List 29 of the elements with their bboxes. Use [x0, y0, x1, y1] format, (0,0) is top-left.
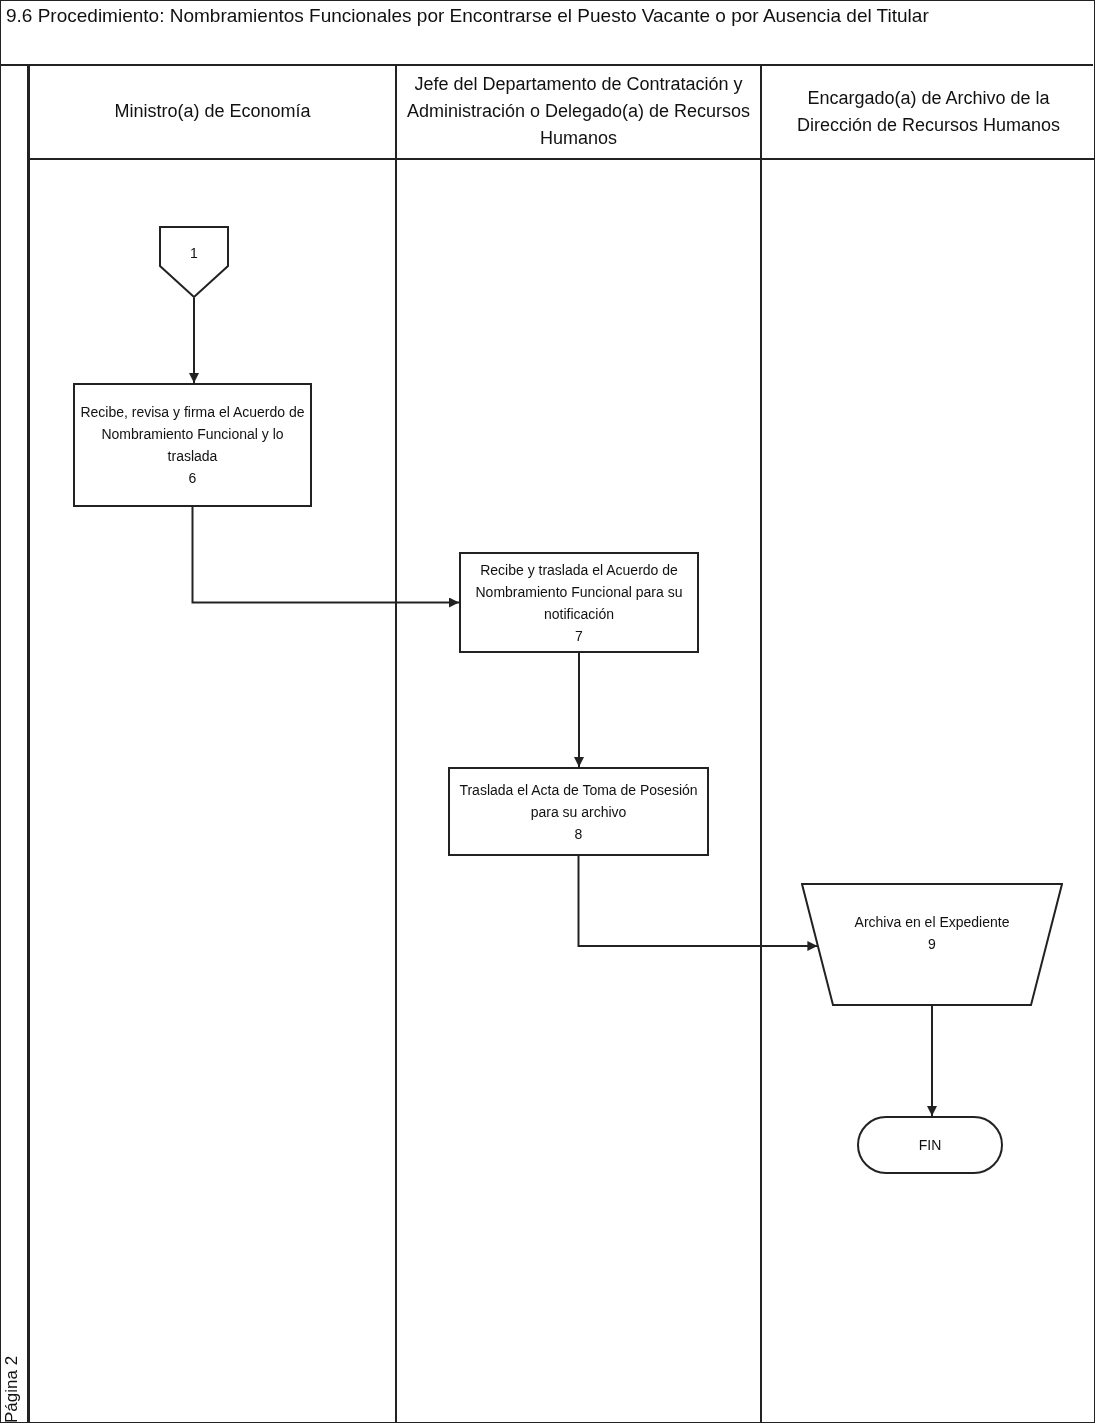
arrow — [927, 1005, 937, 1117]
arrow — [574, 652, 584, 768]
arrow — [191, 506, 460, 608]
step-number: 8 — [574, 824, 583, 844]
step-number: 9 — [928, 935, 936, 954]
process-box — [448, 767, 709, 856]
step-text: 1 — [190, 244, 198, 263]
swimlane — [395, 65, 760, 1423]
title: 9.6 Procedimiento: Nombramientos Funcionales por Encontrarse el Puesto Vacante o por Ausencia del Titular — [6, 4, 930, 28]
swimlane — [28, 65, 395, 1423]
manual-operation-shape — [801, 883, 1063, 1006]
process-box — [459, 552, 699, 653]
off-page-connector — [159, 226, 229, 298]
terminator — [857, 1116, 1003, 1174]
arrow — [189, 297, 199, 384]
step-number: 7 — [575, 626, 583, 646]
step-text: FIN — [918, 1136, 942, 1155]
page-number: Página 2 — [2, 1355, 22, 1423]
swimlane — [760, 65, 1095, 1423]
step-number: 6 — [188, 469, 197, 488]
step-text: Recibe y traslada el Acuerdo de Nombramiento Funcional para su notificación — [474, 560, 684, 624]
lane-header: Encargado(a) de Archivo de la Dirección de Recursos Humanos — [762, 65, 1095, 160]
arrow — [577, 855, 819, 951]
lane-header: Jefe del Departamento de Contratación y Administración o Delegado(a) de Recursos Humanos — [397, 65, 760, 160]
process-box — [73, 383, 312, 507]
lane-header: Ministro(a) de Economía — [30, 65, 395, 160]
step-text: Traslada el Acta de Toma de Posesión para su archivo — [458, 780, 699, 822]
step-text: Archiva en el Expediente — [854, 913, 1010, 932]
step-text: Recibe, revisa y firma el Acuerdo de Nombramiento Funcional y lo traslada — [79, 403, 306, 466]
